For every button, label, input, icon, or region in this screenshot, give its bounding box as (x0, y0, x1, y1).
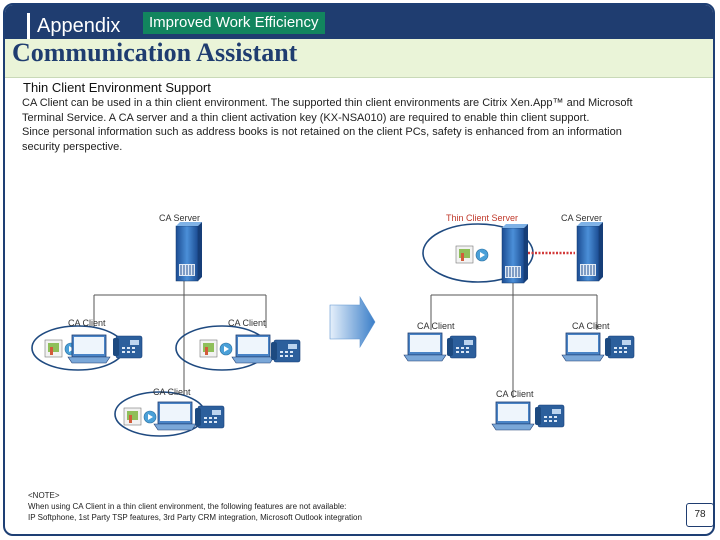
note-heading: <NOTE> (28, 491, 60, 500)
note-line: IP Softphone, 1st Party TSP features, 3r… (28, 513, 362, 522)
ca-client-label: CA Client (572, 321, 610, 331)
ca-app-icon (199, 339, 233, 358)
ca-app-icon (123, 407, 157, 426)
body-line: Since personal information such as addre… (22, 126, 622, 138)
subtitle: Thin Client Environment Support (23, 80, 211, 95)
header-divider (27, 13, 30, 39)
title-band (5, 39, 713, 78)
body-line: CA Client can be used in a thin client e… (22, 97, 633, 109)
pc-icon (231, 334, 275, 364)
pc-icon (491, 401, 535, 431)
ca-client-label: CA Client (68, 318, 106, 328)
phone-icon (194, 405, 225, 429)
ca-server-icon (175, 221, 203, 282)
category-tag: Improved Work Efficiency (143, 12, 325, 34)
pc-icon (561, 332, 605, 362)
note-line: When using CA Client in a thin client en… (28, 502, 347, 511)
ca-client-label: CA Client (153, 387, 191, 397)
page-title: Communication Assistant (12, 38, 298, 67)
phone-icon (270, 339, 301, 363)
phone-icon (604, 335, 635, 359)
ca-server-label: CA Server (561, 213, 602, 223)
phone-icon (112, 335, 143, 359)
pc-icon (67, 334, 111, 364)
body-paragraph: CA Client can be used in a thin client e… (22, 96, 698, 154)
ca-client-label: CA Client (228, 318, 266, 328)
page-number: 78 (686, 503, 714, 527)
ca-server-icon (576, 221, 604, 282)
pc-icon (153, 401, 197, 431)
phone-icon (446, 335, 477, 359)
note-block: <NOTE> When using CA Client in a thin cl… (28, 490, 362, 523)
section-title: Appendix (33, 13, 125, 39)
pc-icon (403, 332, 447, 362)
body-line: Terminal Service. A CA server and a thin… (22, 111, 590, 124)
ca-client-label: CA Client (417, 321, 455, 331)
thin-client-server-icon (501, 223, 529, 284)
body-line: security perspective. (22, 140, 123, 153)
phone-icon (534, 404, 565, 428)
arrow-right-icon (329, 295, 376, 349)
ca-server-label: CA Server (159, 213, 200, 223)
ca-app-icon (455, 245, 489, 264)
thin-client-server-label: Thin Client Server (446, 213, 518, 223)
ca-client-label: CA Client (496, 389, 534, 399)
